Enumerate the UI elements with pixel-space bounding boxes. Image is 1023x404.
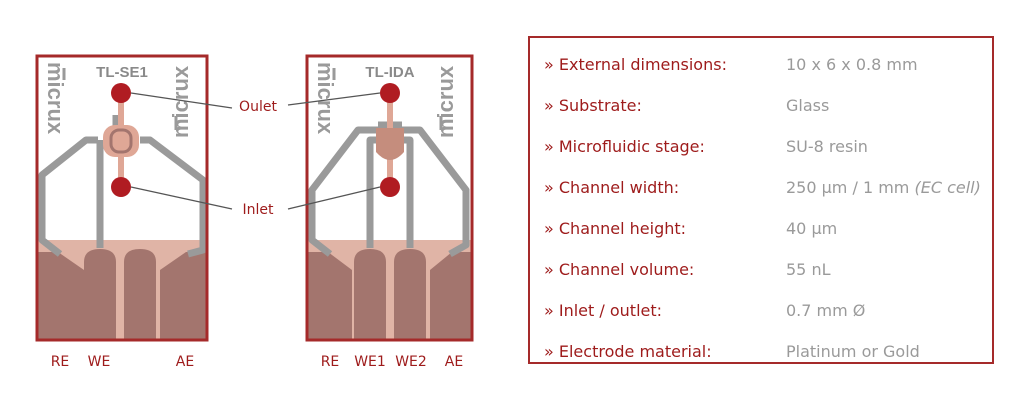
chip-tl-ida: TL-IDA micrux micrux RE WE1 WE2 AE	[305, 54, 474, 370]
electrode-label-ae: AE	[445, 354, 463, 370]
spec-value: Platinum or Gold	[786, 342, 920, 361]
spec-note: (EC cell)	[914, 178, 981, 197]
re-pad	[37, 252, 84, 340]
electrode-label-we1: WE1	[354, 354, 386, 370]
chip-frame	[35, 54, 209, 342]
electrode-label-we2: WE2	[395, 354, 427, 370]
outlet-leader-right	[287, 92, 381, 106]
spec-label: » Inlet / outlet:	[544, 301, 663, 320]
spec-row-channel-height: » Channel height: 40 µm	[530, 208, 992, 249]
spec-row-channel-width: » Channel width: 250 µm / 1 mm (EC cell)	[530, 167, 992, 208]
ae-pad	[430, 252, 472, 340]
spec-value: 40 µm	[786, 219, 838, 238]
middle-pad	[124, 249, 156, 340]
spec-value: SU-8 resin	[786, 137, 868, 156]
inlet-leader-left	[130, 186, 233, 210]
spec-value: 0.7 mm Ø	[786, 301, 866, 320]
inlet-leader-right	[287, 186, 381, 210]
ae-pad	[160, 252, 207, 340]
spec-label: » Channel volume:	[544, 260, 695, 279]
electrode-label-we: WE	[88, 354, 111, 370]
we2-pad	[394, 249, 426, 340]
inlet-port	[111, 177, 131, 197]
inlet-port	[380, 177, 400, 197]
spec-row-channel-volume: » Channel volume: 55 nL	[530, 249, 992, 290]
electrode-traces	[38, 115, 207, 258]
spec-value: 55 nL	[786, 260, 831, 279]
specifications-panel: » External dimensions: 10 x 6 x 0.8 mm »…	[528, 36, 994, 364]
spec-value: Glass	[786, 96, 830, 115]
we1-pad	[354, 249, 386, 340]
inlet-label: Inlet	[243, 202, 275, 218]
outlet-leader-left	[130, 92, 233, 109]
outlet-port	[111, 83, 131, 103]
callouts: Oulet Inlet	[130, 92, 381, 218]
electrode-label-re: RE	[321, 354, 340, 370]
spec-row-substrate: » Substrate: Glass	[530, 85, 992, 126]
spec-row-inlet-outlet: » Inlet / outlet: 0.7 mm Ø	[530, 290, 992, 331]
spec-value: 10 x 6 x 0.8 mm	[786, 55, 918, 74]
chip-title: TL-SE1	[96, 64, 148, 81]
spec-label: » Electrode material:	[544, 342, 712, 361]
electrode-label-ae: AE	[176, 354, 194, 370]
electrode-label-re: RE	[51, 354, 70, 370]
microchannel	[376, 83, 404, 197]
spec-row-microfluidic-stage: » Microfluidic stage: SU-8 resin	[530, 126, 992, 167]
chip-tl-se1: TL-SE1 micrux micrux RE WE AE	[35, 54, 209, 370]
spec-label: » Substrate:	[544, 96, 642, 115]
we-pad	[84, 249, 116, 340]
outlet-port	[380, 83, 400, 103]
chips-diagram: TL-SE1 micrux micrux RE WE AE	[35, 54, 474, 370]
re-pad	[307, 252, 352, 340]
outlet-label: Oulet	[239, 99, 277, 115]
spec-label: » Microfluidic stage:	[544, 137, 705, 156]
spec-row-electrode-material: » Electrode material: Platinum or Gold	[530, 331, 992, 372]
spec-label: » Channel width:	[544, 178, 680, 197]
brand-right: micrux	[433, 65, 458, 138]
chip-frame	[305, 54, 474, 342]
microchannel	[103, 83, 139, 197]
spec-label: » External dimensions:	[544, 55, 727, 74]
spec-row-external-dimensions: » External dimensions: 10 x 6 x 0.8 mm	[530, 44, 992, 85]
chip-title: TL-IDA	[365, 64, 414, 81]
spec-label: » Channel height:	[544, 219, 687, 238]
spec-value: 250 µm / 1 mm (EC cell)	[786, 178, 981, 197]
